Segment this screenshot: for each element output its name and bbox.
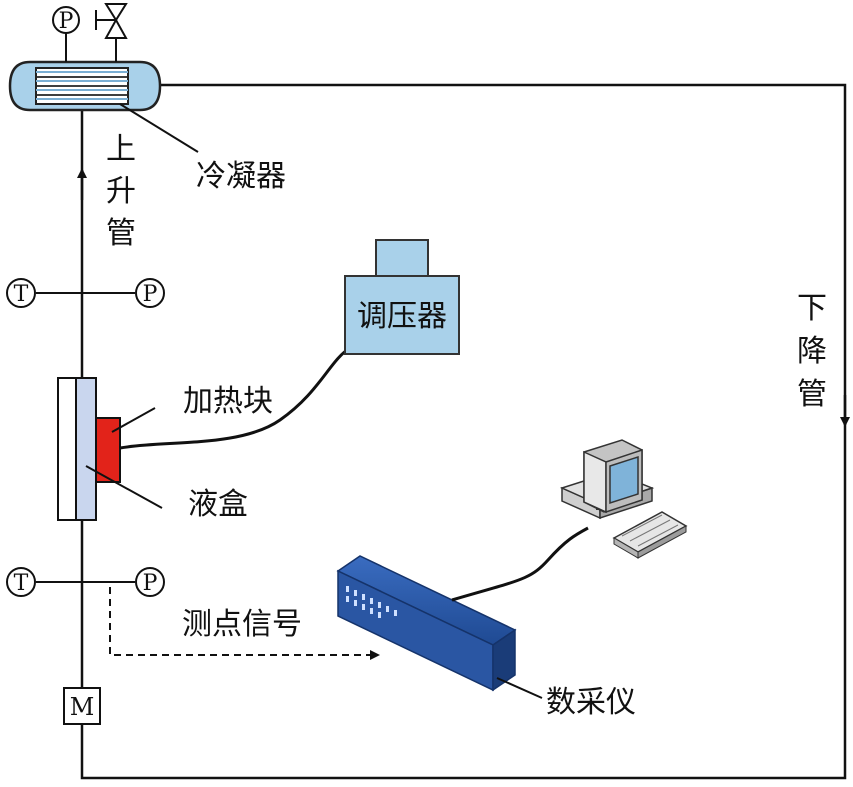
computer-icon	[559, 439, 655, 520]
daq-unit	[336, 555, 517, 692]
temperature-gauge-upper: T	[6, 278, 36, 308]
riser-label-1: 上	[106, 132, 136, 167]
valve-icon	[95, 3, 128, 39]
liquid-box-leader	[85, 465, 163, 509]
measure-signal-label: 测点信号	[182, 607, 302, 642]
riser-label-2: 升	[106, 174, 136, 209]
heating-block-label: 加热块	[183, 384, 273, 419]
motor-symbol: M	[70, 693, 95, 721]
pressure-symbol: P	[143, 571, 158, 596]
motor-pump: M	[63, 687, 101, 725]
downcomer-label-2: 降	[797, 334, 827, 369]
pressure-symbol: P	[143, 282, 158, 307]
daq-label: 数采仪	[546, 685, 636, 720]
pressure-regulator	[344, 239, 460, 355]
pressure-symbol: P	[59, 9, 74, 34]
daq-cable	[451, 526, 589, 602]
condenser	[8, 60, 162, 112]
downcomer-label-1: 下	[797, 291, 827, 326]
liquid-box-label: 液盒	[188, 487, 248, 522]
temperature-symbol: T	[14, 571, 29, 596]
downcomer-label-3: 管	[797, 377, 827, 412]
loop-pipe	[80, 83, 847, 780]
heating-block-leader	[111, 407, 156, 433]
pressure-gauge-lower: P	[135, 567, 165, 597]
liquid-box	[57, 377, 97, 521]
condenser-leader	[119, 103, 199, 153]
condenser-label: 冷凝器	[196, 159, 286, 194]
daq-leader	[496, 677, 543, 699]
temperature-symbol: T	[14, 282, 29, 307]
signal-dashed-line	[109, 587, 380, 660]
temperature-gauge-lower: T	[6, 567, 36, 597]
riser-label-3: 管	[106, 216, 136, 251]
keyboard-icon	[612, 511, 688, 559]
pressure-gauge-upper: P	[135, 278, 165, 308]
pressure-gauge-top: P	[52, 6, 80, 34]
pressure-regulator-label: 调压器	[357, 299, 447, 334]
heater-cable	[119, 346, 351, 450]
